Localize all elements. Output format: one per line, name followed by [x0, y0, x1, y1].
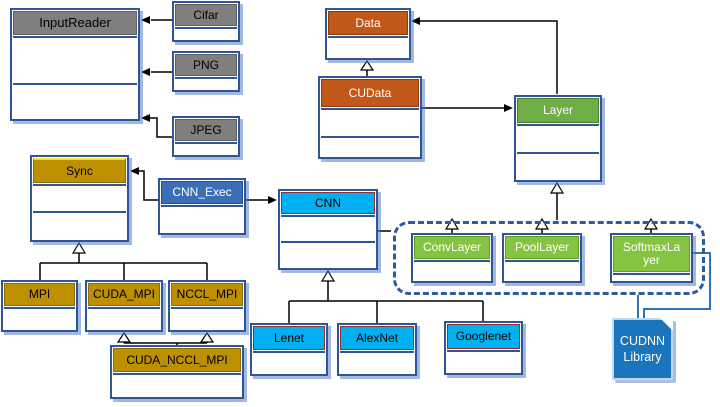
class-nccl-mpi-header: NCCL_MPI [171, 283, 243, 306]
class-softmaxlayer: SoftmaxLayer [610, 233, 693, 283]
class-googlenet-body [447, 350, 520, 373]
class-cnn-attributes [281, 215, 375, 241]
class-mpi-header: MPI [4, 283, 75, 306]
class-layer-methods [517, 152, 599, 180]
class-png-header: PNG [175, 54, 237, 76]
class-sync-methods [33, 211, 126, 240]
class-layer-header: Layer [517, 98, 599, 123]
class-cudata: CUData [318, 76, 422, 159]
class-cnn: CNN [278, 189, 378, 270]
class-cnn-exec-header: CNN_Exec [161, 181, 243, 204]
class-jpeg: JPEG [172, 116, 240, 157]
class-poollayer: PoolLayer [502, 233, 582, 283]
class-data-body [328, 36, 408, 58]
class-data: Data [325, 8, 411, 60]
class-cnn-methods [281, 241, 375, 268]
folded-corner [660, 318, 673, 331]
class-convlayer-body [414, 260, 490, 281]
class-nccl-mpi-body [171, 307, 243, 330]
class-softmaxlayer-header: SoftmaxLayer [613, 236, 690, 272]
class-lenet: Lenet [250, 323, 328, 376]
class-alexnet-body [340, 351, 414, 374]
class-cudata-header: CUData [321, 79, 419, 107]
class-sync-header: Sync [33, 158, 126, 183]
class-layer: Layer [514, 95, 602, 182]
class-jpeg-header: JPEG [175, 119, 237, 141]
cudnn-library-label: CUDNN Library [619, 333, 666, 364]
cudnn-library-node: CUDNN Library [612, 318, 673, 380]
class-poollayer-body [505, 260, 579, 281]
class-inputreader-header: InputReader [13, 11, 137, 35]
class-mpi-body [4, 307, 75, 330]
class-cnn-exec: CNN_Exec [158, 178, 246, 235]
class-cuda-nccl-mpi-body [113, 373, 241, 397]
class-cuda-nccl-mpi: CUDA_NCCL_MPI [110, 345, 244, 399]
class-cnn-exec-body [161, 205, 243, 233]
class-cudata-methods [321, 136, 419, 157]
class-inputreader: InputReader [10, 8, 140, 121]
class-cuda-mpi: CUDA_MPI [85, 280, 163, 332]
class-data-header: Data [328, 11, 408, 35]
class-poollayer-header: PoolLayer [505, 236, 579, 259]
class-cifar: Cifar [172, 1, 240, 42]
class-lenet-body [253, 351, 325, 374]
class-cnn-header: CNN [281, 192, 375, 214]
class-softmaxlayer-body [613, 273, 690, 281]
class-nccl-mpi: NCCL_MPI [168, 280, 246, 332]
class-jpeg-body [175, 142, 237, 155]
class-cifar-body [175, 27, 237, 40]
class-sync-attributes [33, 184, 126, 211]
class-alexnet-header: AlexNet [340, 326, 414, 350]
class-mpi: MPI [1, 280, 78, 332]
class-cuda-mpi-body [88, 307, 160, 330]
class-png-body [175, 77, 237, 90]
class-convlayer-header: ConvLayer [414, 236, 490, 259]
class-inputreader-attributes [13, 36, 137, 83]
class-lenet-header: Lenet [253, 326, 325, 350]
class-layer-attributes [517, 124, 599, 152]
class-googlenet-header: Googlenet [447, 324, 520, 349]
class-cudata-attributes [321, 108, 419, 136]
class-cuda-mpi-header: CUDA_MPI [88, 283, 160, 306]
class-alexnet: AlexNet [337, 323, 417, 376]
class-cuda-nccl-mpi-header: CUDA_NCCL_MPI [113, 348, 241, 372]
class-sync: Sync [30, 155, 129, 242]
class-png: PNG [172, 51, 240, 92]
layer-subclass-group [393, 221, 705, 295]
class-convlayer: ConvLayer [411, 233, 493, 283]
class-inputreader-methods [13, 83, 137, 119]
class-googlenet: Googlenet [444, 321, 523, 375]
class-cifar-header: Cifar [175, 4, 237, 26]
